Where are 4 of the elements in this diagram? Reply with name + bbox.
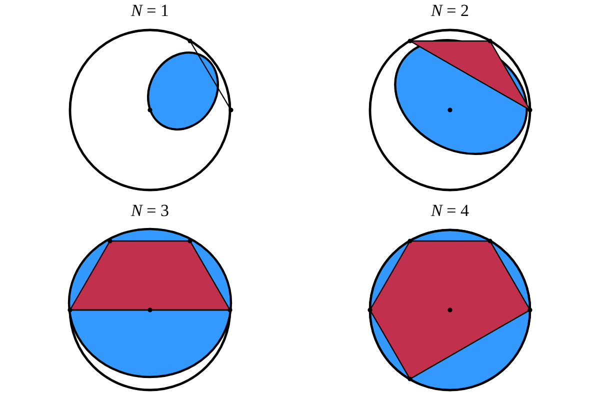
panel-title: N = 3 [130, 201, 170, 221]
panel-title: N = 4 [430, 201, 470, 221]
panel-title: N = 2 [430, 1, 470, 21]
panel-title: N = 1 [130, 1, 170, 21]
